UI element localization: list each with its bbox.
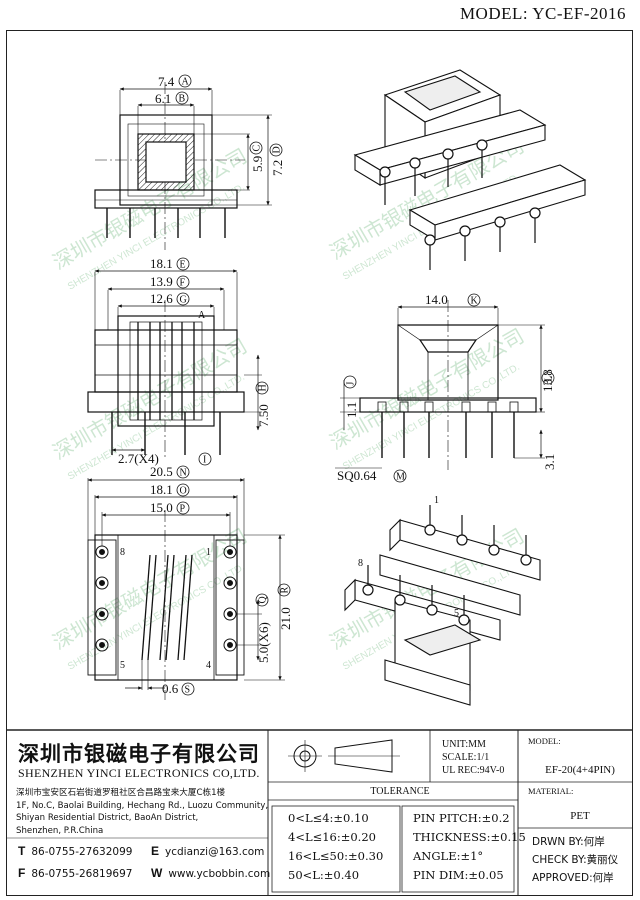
top-view — [94, 82, 272, 250]
model-label: MODEL: — [528, 736, 561, 746]
dim-badge-g-label: G — [180, 295, 187, 306]
tolerance-right-4: PIN DIM:±0.05 — [413, 868, 504, 882]
scale-label: SCALE:1/1 — [442, 752, 490, 763]
dim-badge-a-label: A — [182, 77, 190, 88]
model-value: EF-20(4+4PIN) — [545, 764, 615, 776]
tolerance-right-1: PIN PITCH:±0.2 — [413, 811, 510, 825]
dim-badge-n-label: N — [180, 468, 187, 479]
dim-badge-q-label: Q — [258, 596, 269, 604]
tolerance-left-4: 50<L:±0.40 — [288, 868, 360, 882]
dim-badge-p-label: P — [180, 504, 186, 515]
tolerance-right-3: ANGLE:±1° — [413, 849, 484, 863]
pin-label-8: 8 — [120, 547, 125, 558]
dim-21-0: 21.0 — [278, 607, 293, 630]
dim-badge-j-label: J — [346, 382, 357, 386]
side-view-labels: 14.0 K 13.8 L 3.1 1.1 J SQ0.64 M — [337, 292, 557, 483]
pin-label-1: 1 — [206, 547, 211, 558]
approved-by: APPROVED:何岸 — [532, 872, 614, 884]
bottom-view — [87, 478, 285, 700]
dim-badge-b — [175, 91, 189, 105]
iso-view-bottom — [344, 505, 541, 706]
dim-7-4: 7.4 — [158, 74, 175, 89]
material-value: PET — [570, 810, 590, 822]
iso-pin-label-8: 8 — [358, 558, 363, 569]
side-view — [335, 300, 545, 470]
bottom-view-labels: 20.5 N 18.1 O 15.0 P 5.0(X6) Q 21.0 R 0.… — [120, 464, 293, 696]
front-view-labels: 18.1 E 13.9 F 12.6 G A 7.50 H 2.7(X4) I — [118, 256, 271, 466]
dim-badge-c — [249, 141, 263, 155]
dim-badge-d — [269, 143, 283, 157]
dim-badge-m-label: M — [396, 472, 405, 483]
dim-badge-f-label: F — [180, 278, 186, 289]
company-name-cn: 深圳市银磁电子有限公司 — [18, 742, 260, 766]
tolerance-right-2: THICKNESS:±0.15 — [413, 830, 526, 844]
dim-18-1: 18.1 — [150, 256, 173, 271]
iso-view-top — [353, 69, 587, 270]
address-cn: 深圳市宝安区石岩街道罗租社区合昌路宝来大厦C栋1楼 — [16, 788, 226, 798]
projection-symbol — [288, 739, 400, 773]
dim-13-9: 13.9 — [150, 274, 173, 289]
address-en-3: Shenzhen, P.R.China — [16, 825, 104, 836]
address-en-1: 1F, No.C, Baolai Building, Hechang Rd., … — [16, 800, 269, 811]
tolerance-left-3: 16<L≤50:±0.30 — [288, 849, 384, 863]
iso-pin-label-5: 5 — [454, 608, 459, 619]
dim-badge-a — [178, 74, 192, 88]
title-block: 深圳市银磁电子有限公司 SHENZHEN YINCI ELECTRONICS C… — [6, 730, 633, 896]
checked-by: CHECK BY:黄丽仪 — [532, 854, 619, 866]
tolerance-title: TOLERANCE — [370, 786, 430, 797]
dim-badge-b-label: B — [179, 94, 186, 105]
company-name-en: SHENZHEN YINCI ELECTRONICS CO,LTD. — [18, 766, 260, 780]
drawing-frame — [6, 30, 633, 896]
dim-3-1: 3.1 — [542, 454, 557, 470]
title-block-grid — [6, 729, 633, 896]
dim-0-6: 0.6 — [162, 681, 179, 696]
dim-12-6: 12.6 — [150, 291, 173, 306]
ul-label: UL REC:94V-0 — [442, 765, 505, 776]
dim-badge-o-label: O — [180, 486, 187, 497]
dim-7-2: 7.2 — [270, 160, 285, 176]
dim-badge-h-label: H — [258, 384, 269, 391]
dim-badge-k-label: K — [471, 296, 479, 307]
dim-15-0: 15.0 — [150, 500, 173, 515]
dim-badge-e-label: E — [180, 260, 186, 271]
tolerance-left-1: 0<L≤4:±0.10 — [288, 811, 369, 825]
dim-badge-c-label: C — [252, 145, 263, 152]
company-address: 深圳市宝安区石岩街道罗租社区合昌路宝来大厦C栋1楼 1F, No.C, Baol… — [16, 787, 272, 837]
drawn-by: DRWN BY:何岸 — [532, 836, 605, 848]
material-label: MATERIAL: — [528, 786, 574, 796]
top-view-labels: 7.4 A 6.1 B 5.9 C 7.2 D — [155, 74, 285, 176]
dim-badge-d-label: D — [272, 146, 283, 153]
dim-7-50: 7.50 — [256, 404, 271, 427]
dim-20-5: 20.5 — [150, 464, 173, 479]
tolerance-left-2: 4<L≤16:±0.20 — [288, 830, 376, 844]
dim-14-0: 14.0 — [425, 292, 448, 307]
iso-bottom-labels: 1 8 5 — [358, 495, 459, 619]
dim-sq0-64: SQ0.64 — [337, 468, 377, 483]
dim-18-1b: 18.1 — [150, 482, 173, 497]
front-view — [87, 269, 262, 460]
dim-badge-l-label: L — [544, 375, 555, 381]
dim-badge-i-label: I — [203, 455, 206, 466]
section-mark-a: A — [198, 310, 206, 321]
model-title: MODEL: YC-EF-2016 — [459, 4, 626, 23]
dim-badge-r-label: R — [280, 587, 291, 594]
unit-info: UNIT:MM SCALE:1/1 UL REC:94V-0 — [442, 738, 504, 777]
dim-5-0x6: 5.0(X6) — [256, 622, 271, 663]
dim-6-1: 6.1 — [155, 91, 171, 106]
iso-pin-label-1: 1 — [434, 495, 439, 506]
dim-5-9: 5.9 — [250, 156, 265, 172]
pin-label-4: 4 — [206, 660, 211, 671]
unit-label: UNIT:MM — [442, 739, 486, 750]
dim-1-1: 1.1 — [344, 402, 359, 418]
dim-13-8: 13.8 — [540, 369, 555, 392]
address-en-2: Shiyan Residential District, BaoAn Distr… — [16, 813, 199, 824]
dim-badge-s-label: S — [185, 685, 191, 696]
pin-label-5: 5 — [120, 660, 125, 671]
dim-2-7x4: 2.7(X4) — [118, 451, 159, 466]
